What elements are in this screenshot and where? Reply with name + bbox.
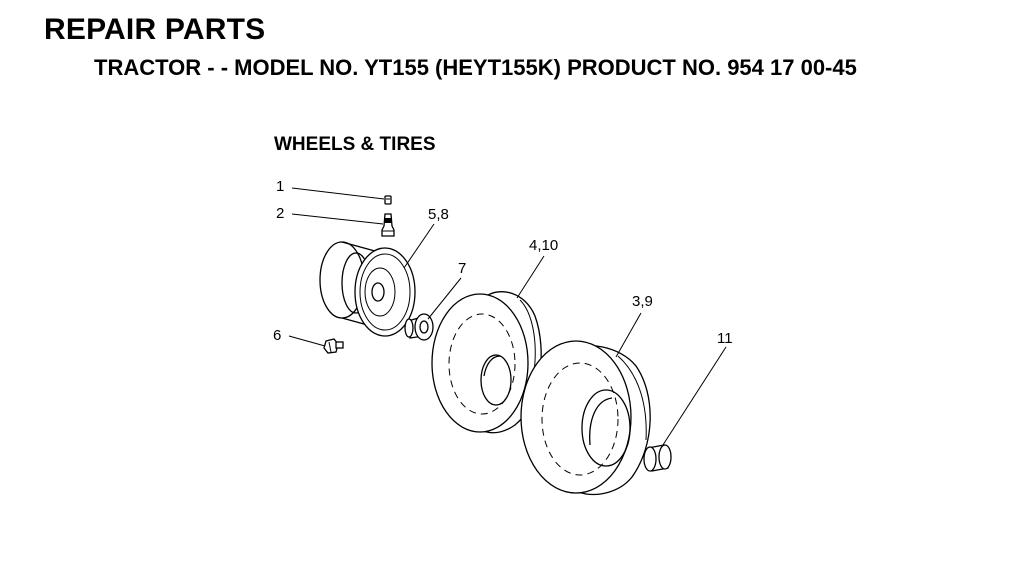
callout-5-8: 5,8 bbox=[428, 206, 449, 223]
leader-1 bbox=[291, 187, 385, 200]
leader-11 bbox=[660, 346, 727, 449]
callout-11: 11 bbox=[717, 330, 733, 347]
leader-6 bbox=[288, 335, 326, 347]
page-title: REPAIR PARTS bbox=[44, 13, 266, 46]
leader-lines bbox=[288, 187, 727, 449]
leader-2 bbox=[291, 213, 384, 225]
part-lug-bolt bbox=[323, 338, 344, 354]
leader-7 bbox=[427, 277, 462, 320]
callout-7: 7 bbox=[458, 260, 466, 277]
part-rear-tire bbox=[520, 340, 651, 496]
callout-6: 6 bbox=[273, 327, 281, 344]
part-hub-cap bbox=[643, 444, 672, 472]
part-wheel-rim bbox=[319, 241, 416, 337]
section-title: WHEELS & TIRES bbox=[274, 134, 436, 155]
page-subtitle: TRACTOR - - MODEL NO. YT155 (HEYT155K) P… bbox=[94, 55, 857, 80]
leader-3-9 bbox=[615, 312, 642, 358]
leader-4-10 bbox=[516, 255, 545, 299]
callout-4-10: 4,10 bbox=[529, 237, 558, 254]
leader-5-8 bbox=[403, 223, 435, 269]
part-front-tire bbox=[431, 291, 542, 434]
part-valve-cap bbox=[384, 195, 392, 205]
callout-2: 2 bbox=[276, 205, 284, 222]
part-bushing bbox=[404, 313, 434, 341]
callout-3-9: 3,9 bbox=[632, 293, 653, 310]
callout-1: 1 bbox=[276, 178, 284, 195]
part-valve-stem bbox=[381, 213, 395, 237]
